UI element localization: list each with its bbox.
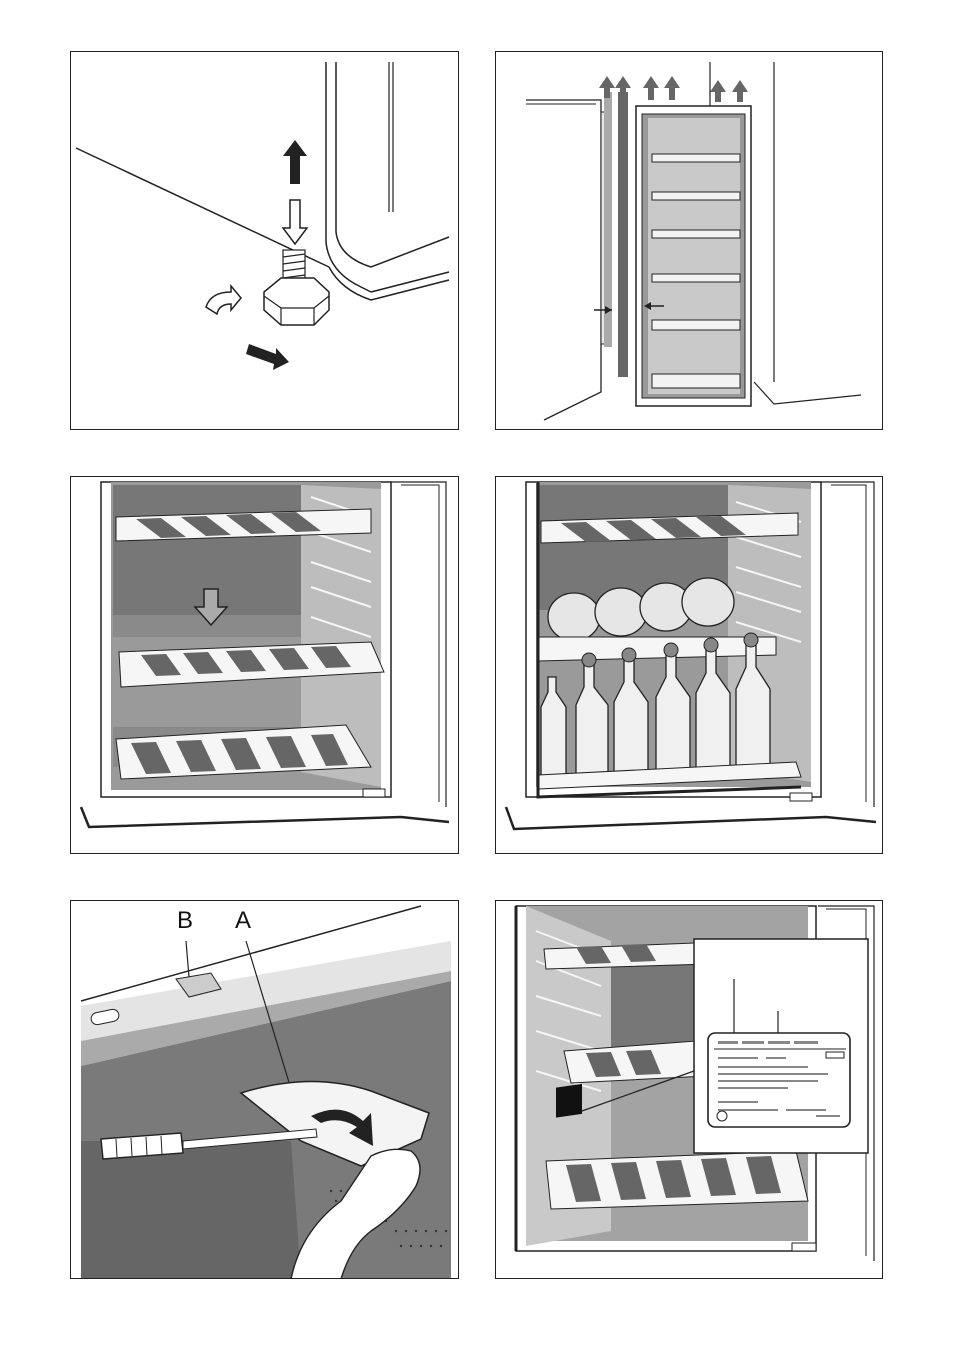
shelf-illustration bbox=[71, 477, 459, 854]
foot-illustration bbox=[71, 52, 459, 430]
figure-adjustable-foot bbox=[70, 51, 459, 430]
figure-bottle-storage bbox=[495, 476, 883, 854]
rotate-arrow-filled-icon bbox=[246, 344, 289, 370]
figure-light-cover-removal: B A bbox=[70, 900, 459, 1279]
rating-plate-illustration bbox=[496, 901, 883, 1279]
arrow-up-icon bbox=[283, 140, 307, 184]
figure-ventilation-clearance bbox=[495, 51, 883, 430]
figure-shelf-repositioning bbox=[70, 476, 459, 854]
label-b: B bbox=[177, 907, 193, 935]
figure-rating-plate-location bbox=[495, 900, 883, 1279]
bottles-illustration bbox=[496, 477, 883, 854]
rotate-arrow-icon bbox=[206, 286, 241, 314]
ventilation-illustration bbox=[496, 52, 883, 430]
light-cover-illustration bbox=[71, 901, 459, 1279]
arrow-down-icon bbox=[283, 200, 307, 244]
label-a: A bbox=[235, 907, 251, 935]
